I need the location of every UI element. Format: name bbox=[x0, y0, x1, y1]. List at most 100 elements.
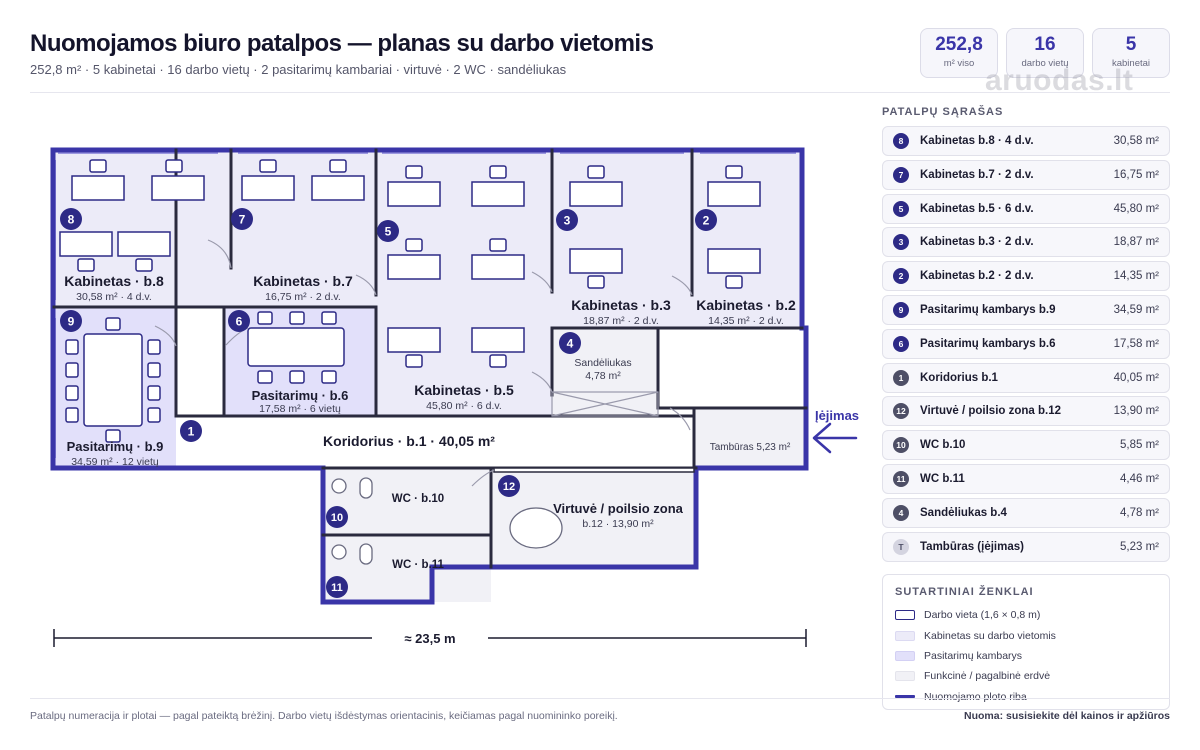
list-item-badge: 6 bbox=[893, 335, 909, 352]
meeting-table bbox=[247, 327, 345, 367]
room-b12-meta: b.12 · 13,90 m² bbox=[582, 518, 654, 530]
chair bbox=[489, 354, 507, 368]
scale-label: ≈ 23,5 m bbox=[404, 631, 455, 646]
room-badges bbox=[60, 208, 717, 598]
entrance-marker: Įėjimas bbox=[812, 408, 859, 454]
badge-b11 bbox=[326, 576, 348, 598]
stat-offices-label: kabinetai bbox=[1111, 58, 1151, 69]
storage-hatch bbox=[551, 391, 659, 417]
badge-b4-number: 4 bbox=[567, 337, 574, 351]
stat-workplaces-label: darbo vietų bbox=[1021, 58, 1069, 69]
room-b5-name: Kabinetas · b.5 bbox=[414, 382, 514, 398]
list-item-name: Kabinetas b.2 · 2 d.v. bbox=[920, 270, 1034, 283]
room-tambur-fill bbox=[694, 408, 806, 468]
list-item[interactable]: 6 Pasitarimų kambarys b.6 17,58 m² bbox=[882, 328, 1170, 359]
legend-item-boundary: Nuomojamo ploto riba bbox=[895, 687, 1157, 707]
furniture-b9 bbox=[65, 317, 161, 443]
legend-label: Darbo vieta (1,6 × 0,8 m) bbox=[924, 609, 1041, 622]
badge-b8 bbox=[60, 208, 82, 230]
list-item-name: Sandėliukas b.4 bbox=[920, 506, 1007, 519]
room-b2-fill bbox=[692, 151, 802, 328]
chair bbox=[147, 385, 161, 401]
list-item-area: 18,87 m² bbox=[1113, 236, 1159, 249]
list-item[interactable]: T Tambūras (įėjimas) 5,23 m² bbox=[882, 531, 1170, 562]
chair bbox=[257, 370, 273, 384]
badge-b6-number: 6 bbox=[236, 315, 243, 329]
list-item[interactable]: 3 Kabinetas b.3 · 2 d.v. 18,87 m² bbox=[882, 227, 1170, 258]
kitchen-counter bbox=[493, 467, 695, 473]
list-item-area: 14,35 m² bbox=[1113, 270, 1159, 283]
list-item[interactable]: 1 Koridorius b.1 40,05 m² bbox=[882, 362, 1170, 393]
badge-b1-number: 1 bbox=[188, 425, 195, 439]
list-item-name: Kabinetas b.3 · 2 d.v. bbox=[920, 236, 1034, 249]
desk bbox=[569, 181, 623, 207]
list-item-area: 16,75 m² bbox=[1113, 168, 1159, 181]
list-item[interactable]: 12 Virtuvė / poilsio zona b.12 13,90 m² bbox=[882, 396, 1170, 427]
storage-rack bbox=[551, 391, 659, 417]
list-item[interactable]: 2 Kabinetas b.2 · 2 d.v. 14,35 m² bbox=[882, 261, 1170, 292]
entrance-arrow-icon bbox=[812, 422, 858, 454]
list-item-badge: 9 bbox=[893, 301, 909, 318]
room-b8-name: Kabinetas · b.8 bbox=[64, 273, 164, 289]
list-item[interactable]: 11 WC b.11 4,46 m² bbox=[882, 463, 1170, 494]
chair bbox=[321, 311, 337, 325]
door-swing bbox=[669, 407, 691, 431]
desk bbox=[117, 231, 171, 257]
desk bbox=[311, 175, 365, 201]
room-b3-name: Kabinetas · b.3 bbox=[571, 297, 671, 313]
badge-b11-number: 11 bbox=[331, 582, 343, 594]
desk bbox=[471, 254, 525, 280]
list-item[interactable]: 10 WC b.10 5,85 m² bbox=[882, 430, 1170, 461]
badge-b2 bbox=[695, 209, 717, 231]
chair bbox=[77, 258, 95, 272]
chair bbox=[587, 275, 605, 289]
list-item[interactable]: 4 Sandėliukas b.4 4,78 m² bbox=[882, 497, 1170, 528]
functional-swatch-icon bbox=[895, 671, 915, 682]
badge-b9 bbox=[60, 310, 82, 332]
door-swing bbox=[355, 274, 377, 296]
desk bbox=[387, 254, 441, 280]
badge-b3 bbox=[556, 209, 578, 231]
chair bbox=[65, 407, 79, 423]
badge-b6 bbox=[228, 310, 250, 332]
chair bbox=[289, 311, 305, 325]
sink-icon bbox=[331, 478, 347, 494]
list-item[interactable]: 8 Kabinetas b.8 · 4 d.v. 30,58 m² bbox=[882, 126, 1170, 156]
furniture-b2 bbox=[707, 165, 761, 289]
furniture-b8 bbox=[59, 159, 205, 272]
room-b7-name: Kabinetas · b.7 bbox=[253, 273, 353, 289]
room-names: Kabinetas · b.8 Kabinetas · b.7 Kabineta… bbox=[64, 273, 796, 571]
page-subtitle: 252,8 m² · 5 kabinetai · 16 darbo vietų … bbox=[30, 62, 567, 77]
list-item-area: 17,58 m² bbox=[1113, 337, 1159, 350]
chair bbox=[587, 165, 605, 179]
desk bbox=[471, 327, 525, 353]
chair bbox=[321, 370, 337, 384]
stat-offices: 5 kabinetai bbox=[1092, 28, 1170, 78]
badge-b5-number: 5 bbox=[385, 225, 392, 239]
header-divider bbox=[30, 92, 1170, 93]
toilet-icon bbox=[359, 543, 373, 565]
stat-total-area-label: m² viso bbox=[943, 58, 975, 69]
furniture-b3 bbox=[569, 165, 623, 289]
list-item[interactable]: 5 Kabinetas b.5 · 6 d.v. 45,80 m² bbox=[882, 193, 1170, 224]
room-b6-name: Pasitarimų · b.6 bbox=[252, 388, 349, 403]
scale-bar: ≈ 23,5 m bbox=[53, 629, 807, 647]
room-b10-fill bbox=[323, 468, 491, 535]
list-item[interactable]: 9 Pasitarimų kambarys b.9 34,59 m² bbox=[882, 294, 1170, 325]
boundary-line-icon bbox=[895, 695, 915, 699]
round-table-icon bbox=[509, 507, 563, 549]
list-item[interactable]: 7 Kabinetas b.7 · 2 d.v. 16,75 m² bbox=[882, 159, 1170, 190]
legend-item-functional: Funkcinė / pagalbinė erdvė bbox=[895, 666, 1157, 686]
badge-b10-number: 10 bbox=[331, 512, 343, 524]
chair bbox=[135, 258, 153, 272]
door-swing bbox=[531, 371, 553, 393]
chair bbox=[105, 429, 121, 443]
list-item-badge: 3 bbox=[893, 234, 909, 251]
room-b1-fill bbox=[176, 416, 694, 468]
room-b11-name: WC · b.11 bbox=[392, 559, 444, 571]
desk bbox=[569, 248, 623, 274]
badge-b10 bbox=[326, 506, 348, 528]
stat-workplaces: 16 darbo vietų bbox=[1006, 28, 1084, 78]
room-b10-name: WC · b.10 bbox=[392, 493, 444, 505]
room-b9-meta: 34,59 m² · 12 vietų bbox=[71, 456, 159, 468]
